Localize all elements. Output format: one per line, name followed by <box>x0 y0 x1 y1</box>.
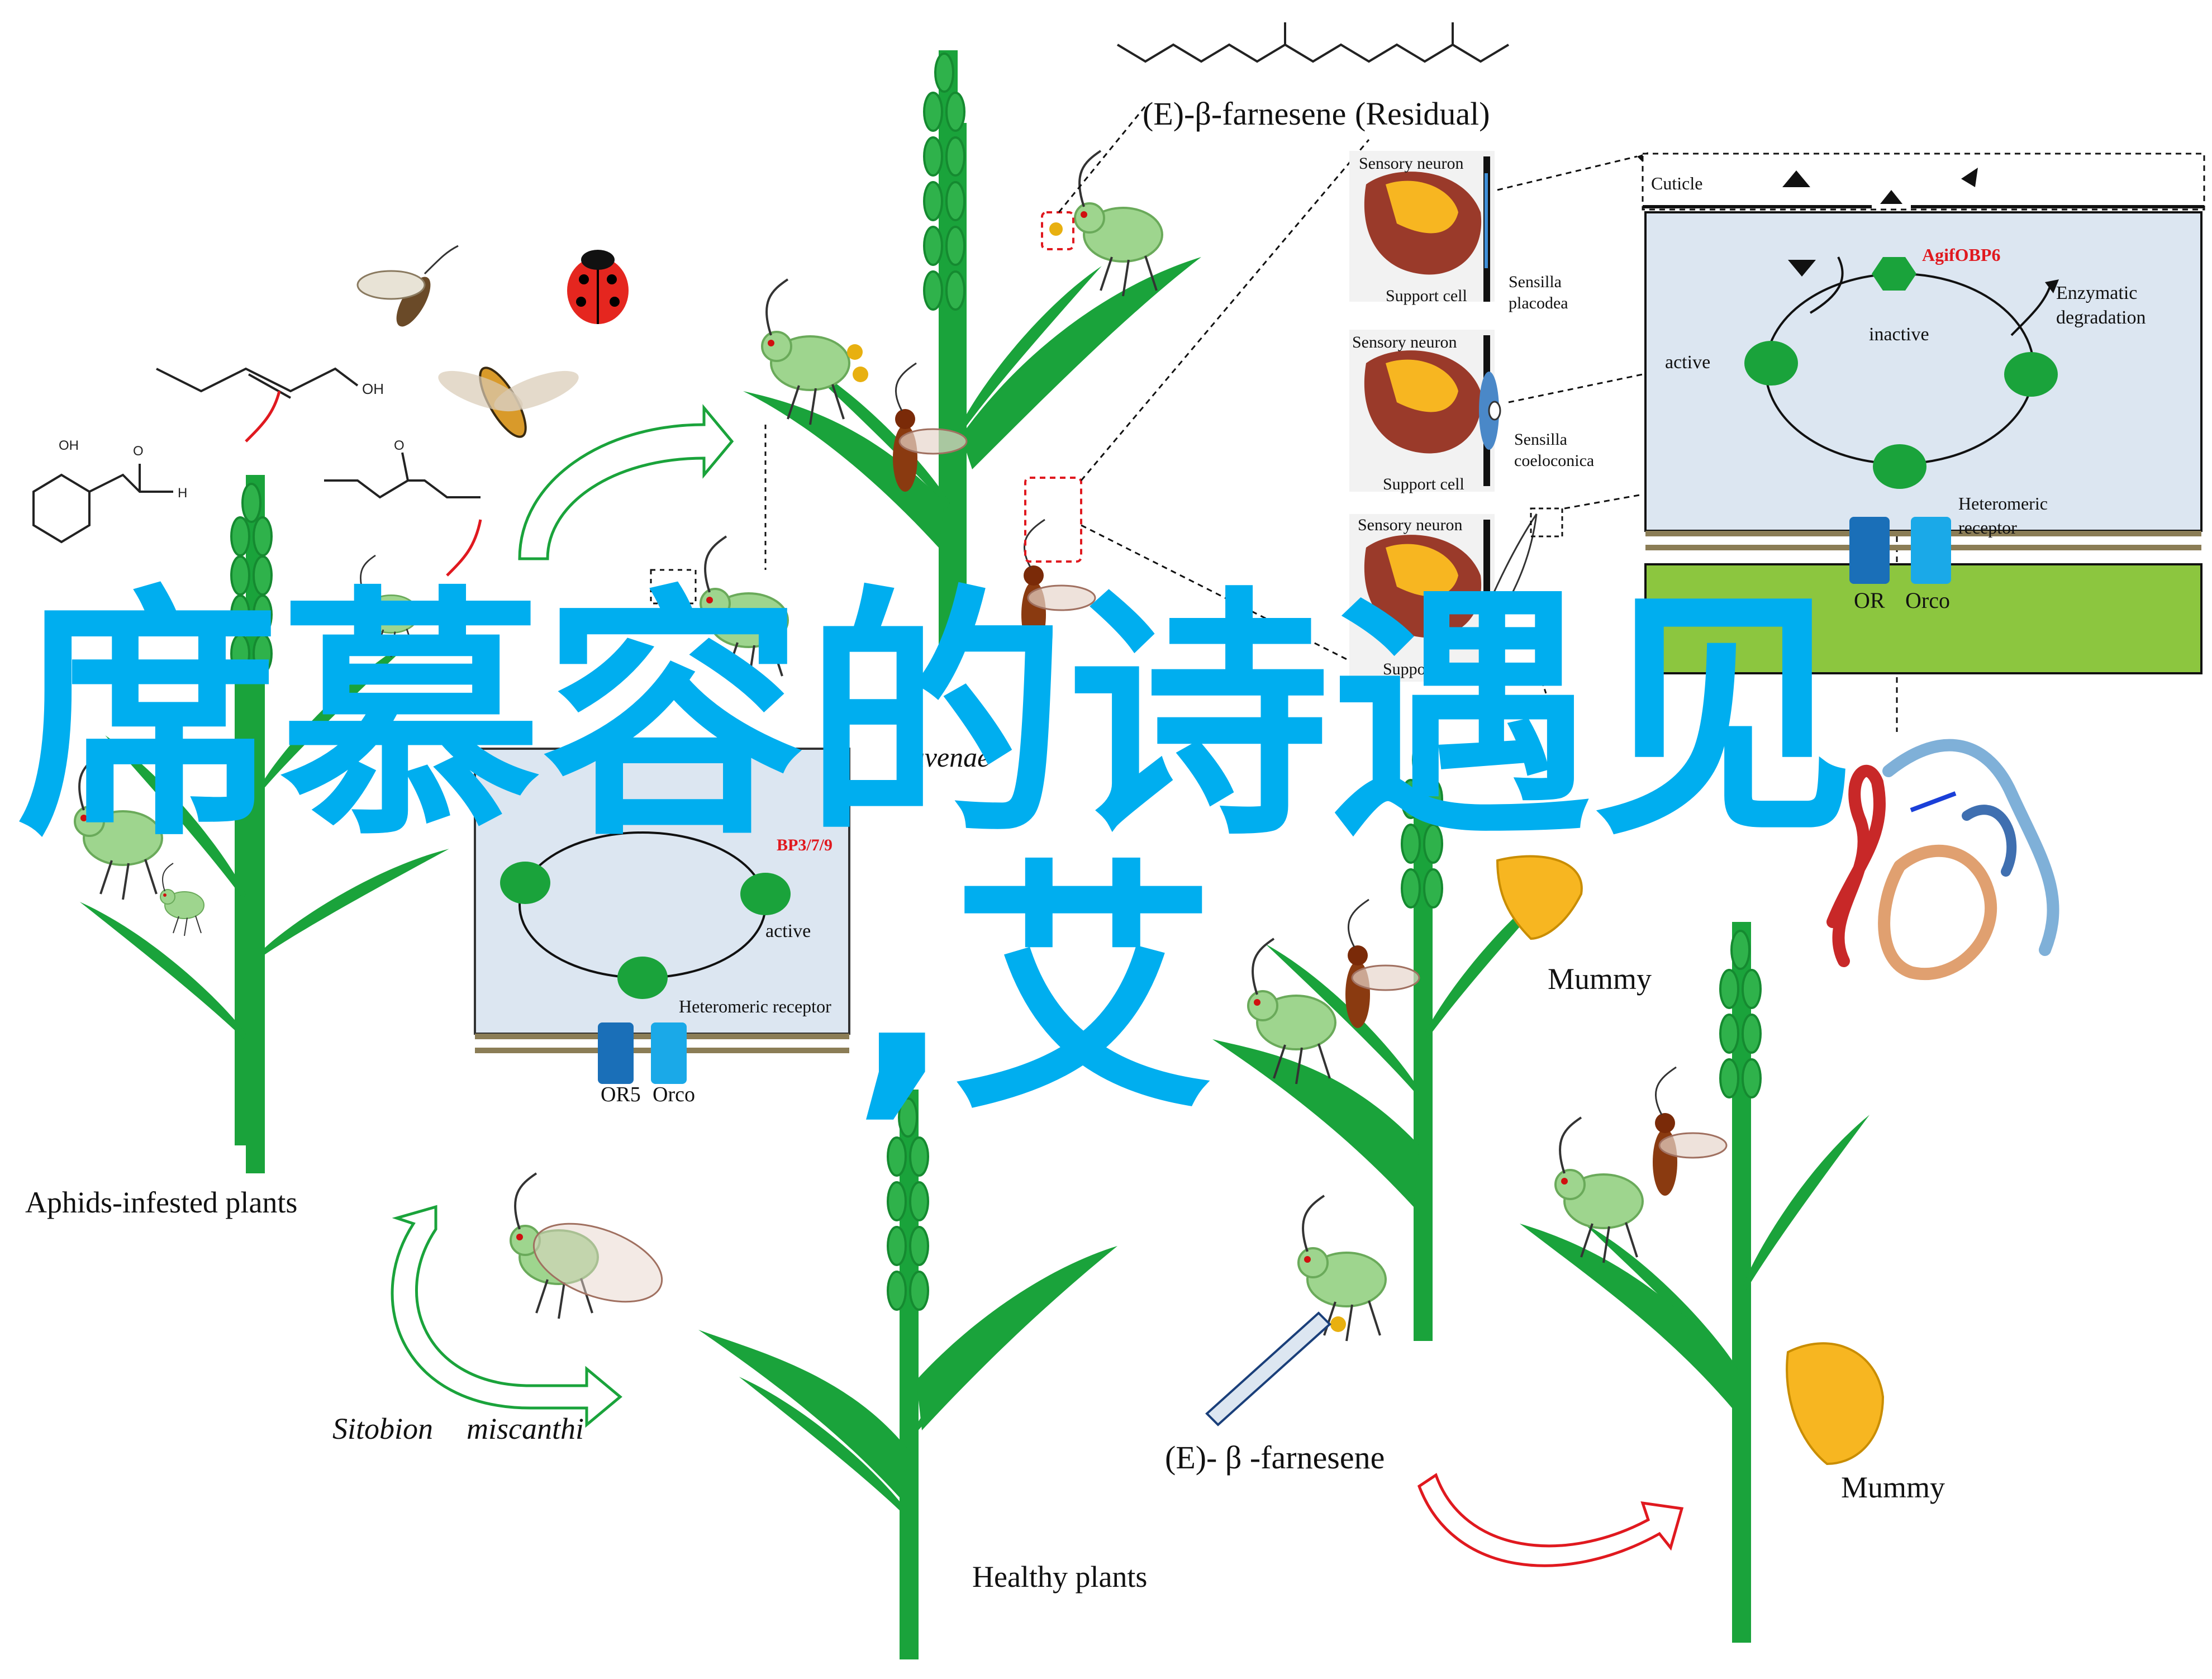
arrow-cycle-icon <box>1417 1473 1684 1567</box>
protein-structure-icon <box>1826 739 2059 981</box>
small-receptor-panel <box>474 569 850 1084</box>
wasp-icon <box>356 245 459 327</box>
mummy-bottom-label: Mummy <box>1841 1471 1945 1504</box>
receptor-panel <box>1642 153 2205 674</box>
sensilla-label-2b: coeloconica <box>1514 451 1595 470</box>
right-middle-plant <box>1205 726 1602 1426</box>
heteromeric-label-1: Heteromeric <box>1958 493 2048 513</box>
small-obp-label: BP3/7/9 <box>777 836 833 854</box>
overlay-title: 席慕容的诗遇见 <box>17 565 1855 871</box>
cuticle-label: Cuticle <box>1651 173 1703 193</box>
svg-text:H: H <box>178 486 187 501</box>
svg-text:O: O <box>394 438 405 453</box>
heteromeric-label-2: receptor <box>1958 517 2017 538</box>
enzymatic-label-2: degradation <box>2056 307 2146 328</box>
healthy-plants-label: Healthy plants <box>972 1560 1148 1594</box>
svg-text:OH: OH <box>362 380 384 397</box>
ebf-bottom-label: (E)- β -farnesene <box>1165 1439 1385 1476</box>
overlay-second-line: ,艾 <box>852 839 1215 1144</box>
small-heteromeric-label: Heteromeric receptor <box>679 996 831 1016</box>
sensory-neuron-label-2: Sensory neuron <box>1352 333 1457 351</box>
sensilla-label-2a: Sensilla <box>1514 430 1567 449</box>
arrow-cycle-icon <box>391 1205 622 1428</box>
mummy-icon <box>1496 855 1583 940</box>
mummy-icon <box>1786 1342 1885 1466</box>
svg-text:OH: OH <box>59 438 79 453</box>
sensory-neuron-label-3: Sensory neuron <box>1358 516 1463 534</box>
small-orco-label: Orco <box>653 1083 695 1106</box>
healthy-plant <box>698 1090 1117 1659</box>
partial-species-label: phidius avenae <box>821 741 990 773</box>
obp-label: AgifOBP6 <box>1922 245 2001 265</box>
ladybug-icon <box>567 250 629 324</box>
arrow-cycle-icon <box>518 404 734 560</box>
small-active-label: active <box>765 921 811 941</box>
sensilla-label-1b: placodea <box>1509 294 1568 312</box>
orco-label: Orco <box>1905 588 1950 613</box>
enzymatic-label-1: Enzymatic <box>2056 283 2138 303</box>
right-bottom-plant <box>1520 922 1911 1643</box>
active-label: active <box>1665 352 1711 373</box>
sensilla-panel <box>1349 151 1898 732</box>
mummy-top-label: Mummy <box>1548 962 1652 996</box>
support-cell-label-3: Support cell <box>1383 660 1464 678</box>
hoverfly-icon <box>438 367 579 438</box>
sensory-neuron-label-1: Sensory neuron <box>1359 154 1464 173</box>
chemical-structures: OH OH O H O <box>32 22 1510 544</box>
center-top-plant <box>743 50 1370 672</box>
sitobion-species-label: miscanthi <box>467 1412 584 1445</box>
small-or5-label: OR5 <box>601 1083 641 1106</box>
aphid-infested-plant <box>55 475 462 1173</box>
support-cell-label-2: Support cell <box>1383 475 1464 493</box>
support-cell-label-1: Support cell <box>1386 287 1467 305</box>
sitobion-genus-label: Sitobion <box>332 1412 434 1445</box>
sensilla-label-1a: Sensilla <box>1509 273 1562 291</box>
residual-note-label: (Residual) <box>1355 96 1490 132</box>
svg-text:O: O <box>133 444 144 459</box>
or-label: OR <box>1854 588 1885 613</box>
sensilla-label-3-partial: tric <box>1515 660 1538 678</box>
aphids-infested-label: Aphids-infested plants <box>25 1186 298 1219</box>
inactive-label: inactive <box>1869 324 1929 345</box>
residual-compound-label: (E)-β-farnesene <box>1143 96 1347 132</box>
